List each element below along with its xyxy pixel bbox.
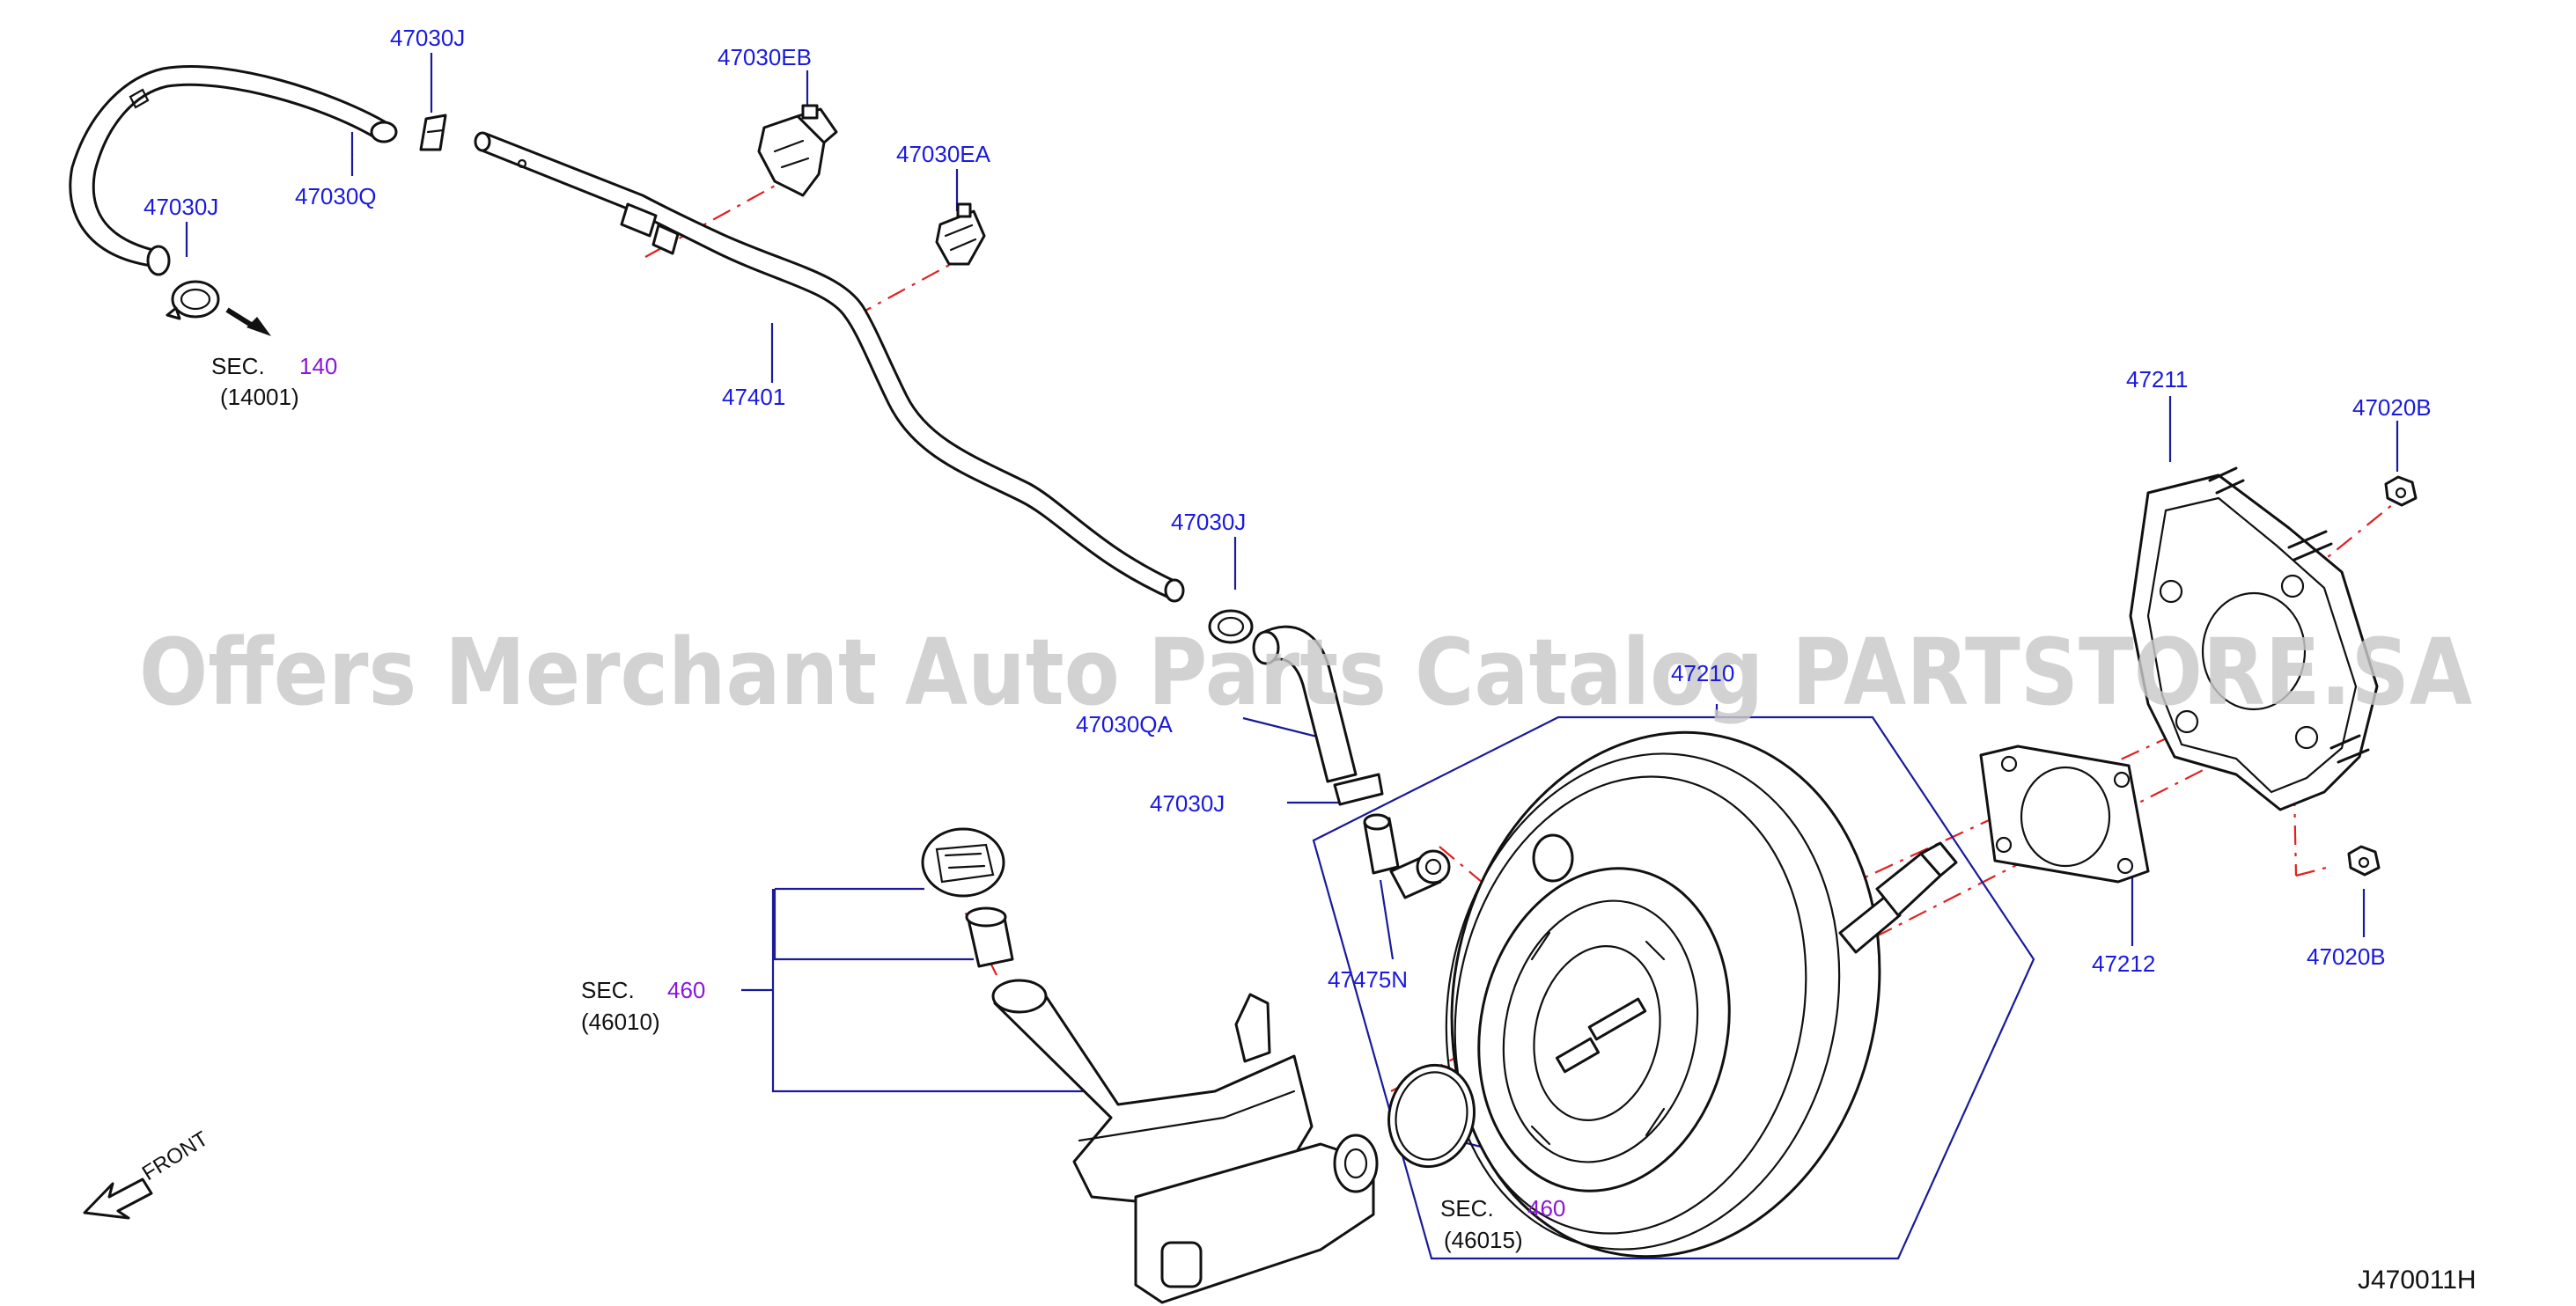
label-47401[interactable]: 47401 (722, 384, 785, 410)
front-arrow-icon (83, 1178, 153, 1220)
sec-prefix: SEC. (581, 977, 635, 1003)
sec-prefix: SEC. (1440, 1195, 1494, 1222)
sec-number: 460 (667, 977, 705, 1003)
part-labels: 47030J 47030Q 47030J 47030EB 47030EA 474… (144, 25, 2432, 993)
section-ref-reservoir[interactable]: SEC. 460 (46010) (581, 977, 705, 1035)
label-47212[interactable]: 47212 (2092, 950, 2155, 977)
label-47030q[interactable]: 47030Q (295, 183, 377, 209)
sec-group: (14001) (220, 384, 299, 410)
booster-bracket (2129, 466, 2379, 811)
watermark: Offers Merchant Auto Parts Catalog PARTS… (139, 619, 2472, 726)
vacuum-hose-upper (69, 65, 398, 276)
label-47030eb[interactable]: 47030EB (718, 44, 812, 70)
label-47211[interactable]: 47211 (2126, 366, 2188, 393)
nut-lower (2347, 845, 2381, 877)
sec-group: (46010) (581, 1009, 660, 1035)
section-ref-master-cylinder[interactable]: SEC. 460 (46015) (1440, 1195, 1565, 1253)
reservoir-strainer (965, 906, 1014, 968)
hose-clamp-top (419, 114, 447, 151)
diagram-code: J470011H (2358, 1266, 2477, 1295)
sec-prefix: SEC. (211, 353, 265, 379)
label-47030ea[interactable]: 47030EA (896, 141, 991, 167)
front-label: FRONT (138, 1126, 213, 1185)
o-ring (1387, 1063, 1476, 1169)
section-ref-engine[interactable]: SEC. 140 (14001) (211, 353, 337, 410)
vacuum-hose-lower (1252, 625, 1358, 783)
clip-eb (757, 104, 838, 197)
booster-assembly-box (1312, 715, 2035, 1260)
clip-ea (935, 202, 986, 266)
sec-number: 460 (1527, 1195, 1565, 1222)
check-valve (1363, 813, 1451, 899)
hose-clamp-lower (1333, 773, 1384, 806)
hose-clamp-left (166, 280, 220, 320)
label-47020b-lower[interactable]: 47020B (2307, 943, 2386, 970)
sec-number: 140 (299, 353, 337, 379)
vacuum-pipe (474, 131, 1185, 603)
reservoir-cap (921, 827, 1005, 898)
label-47030j-mid[interactable]: 47030J (1171, 509, 1246, 535)
label-47020b-upper[interactable]: 47020B (2352, 394, 2432, 421)
label-47030j-top[interactable]: 47030J (390, 25, 465, 51)
gasket (1979, 745, 2150, 884)
engine-arrow (225, 307, 271, 336)
hose-clamp-mid (1208, 609, 1254, 644)
master-cylinder-body (1134, 1134, 1379, 1304)
label-47030j-left[interactable]: 47030J (144, 194, 218, 220)
brake-booster (1445, 730, 1958, 1258)
label-47210[interactable]: 47210 (1671, 660, 1734, 686)
label-47475n[interactable]: 47475N (1328, 966, 1408, 993)
label-47030qa[interactable]: 47030QA (1076, 711, 1174, 737)
sec-group: (46015) (1444, 1227, 1523, 1253)
label-47030j-lower[interactable]: 47030J (1150, 790, 1225, 817)
nut-upper (2384, 475, 2418, 507)
